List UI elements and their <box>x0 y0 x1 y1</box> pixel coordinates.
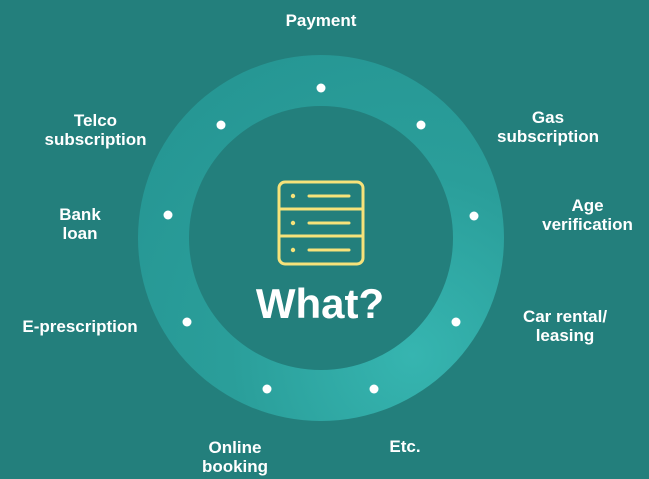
label-car-rental-leasing: Car rental/ leasing <box>522 307 608 345</box>
ring-dot-gas-subscription <box>416 120 426 130</box>
ring-dot-online-booking <box>262 384 272 394</box>
ring-dot-telco-subscription <box>216 120 226 130</box>
label-etc: Etc. <box>389 437 421 456</box>
label-bank-loan: Bank loan <box>59 205 101 243</box>
inner-circle <box>189 106 453 370</box>
ring-dot-age-verification <box>469 211 479 221</box>
ring-dot-e-prescription <box>182 317 192 327</box>
ring-dot-bank-loan <box>163 210 173 220</box>
label-e-prescription: E-prescription <box>22 317 138 336</box>
ring-dot-car-rental <box>451 317 461 327</box>
ring-dot-etc <box>369 384 379 394</box>
label-payment: Payment <box>285 11 357 30</box>
label-age-verification: Age verification <box>542 196 633 234</box>
label-telco-subscription: Telco subscription <box>44 111 147 149</box>
label-gas-subscription: Gas subscription <box>496 108 599 146</box>
ring-dot-payment <box>316 83 326 93</box>
label-online-booking: Online booking <box>201 438 269 476</box>
server-icon <box>277 180 365 266</box>
center-title: What? <box>255 280 385 327</box>
